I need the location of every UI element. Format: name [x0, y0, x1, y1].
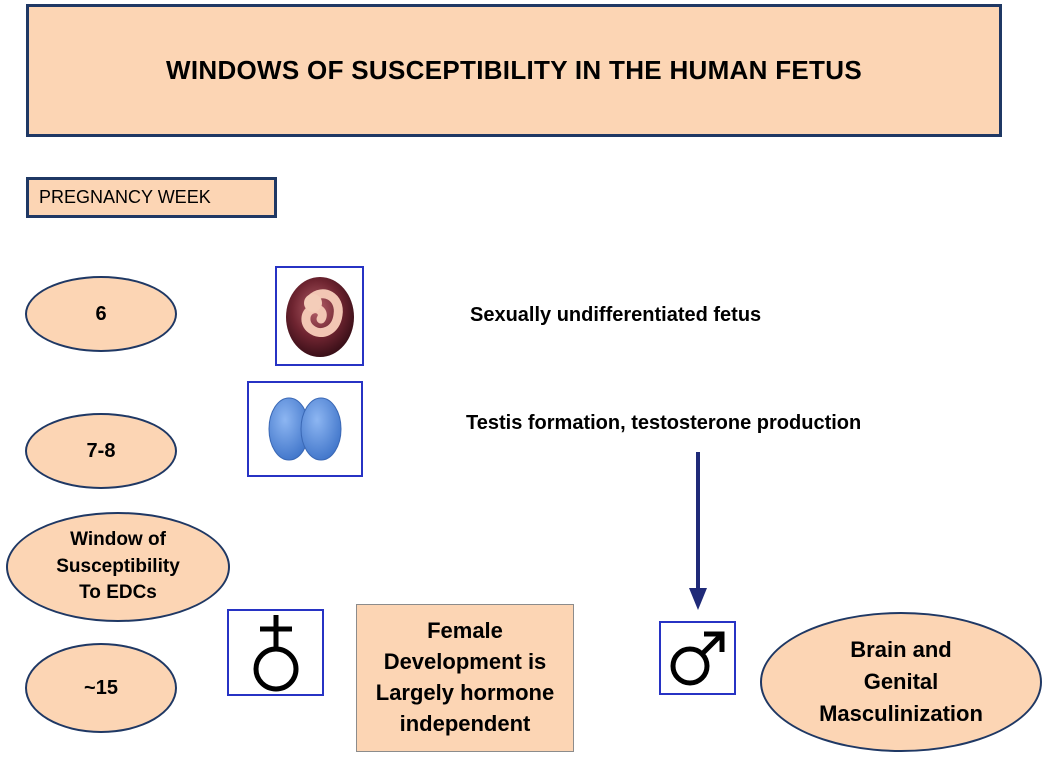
- title-box: WINDOWS OF SUSCEPTIBILITY IN THE HUMAN F…: [26, 4, 1002, 137]
- male-line-2: Genital: [863, 669, 939, 695]
- female-line-3: Largely hormone: [375, 680, 555, 705]
- female-development-box: Female Development is Largely hormone in…: [356, 604, 574, 752]
- week-label: ~15: [84, 676, 118, 699]
- week-label: 6: [95, 302, 107, 325]
- week-15-oval: ~15: [25, 643, 177, 733]
- week-7-8-description: Testis formation, testosterone productio…: [466, 412, 862, 434]
- fetus-icon: [285, 277, 354, 357]
- window-line-3: To EDCs: [79, 582, 157, 604]
- masculinization-oval: Brain and Genital Masculinization: [760, 612, 1042, 752]
- week-6-oval: 6: [25, 276, 177, 352]
- week-6-description: Sexually undifferentiated fetus: [470, 304, 762, 326]
- testes-image-box: [247, 381, 363, 477]
- window-line-1: Window of: [70, 529, 166, 551]
- female-line-4: independent: [399, 710, 531, 736]
- female-line-1: Female: [427, 618, 503, 644]
- female-symbol-box: [227, 609, 324, 696]
- down-arrow-icon: [689, 452, 707, 610]
- pregnancy-week-label: PREGNANCY WEEK: [26, 177, 277, 218]
- female-symbol-icon: [253, 614, 298, 691]
- fetus-image-box: [275, 266, 364, 366]
- week-7-8-oval: 7-8: [25, 413, 177, 489]
- male-line-3: Masculinization: [819, 700, 983, 726]
- page-title: WINDOWS OF SUSCEPTIBILITY IN THE HUMAN F…: [166, 55, 862, 85]
- male-symbol-icon: [670, 631, 724, 686]
- male-symbol-box: [659, 621, 736, 695]
- window-line-2: Susceptibility: [56, 555, 180, 577]
- female-line-2: Development is: [383, 649, 547, 675]
- week-label: 7-8: [86, 439, 116, 462]
- testes-icon: [268, 397, 342, 461]
- male-line-1: Brain and: [850, 637, 952, 663]
- window-of-susceptibility-oval: Window of Susceptibility To EDCs: [6, 512, 230, 622]
